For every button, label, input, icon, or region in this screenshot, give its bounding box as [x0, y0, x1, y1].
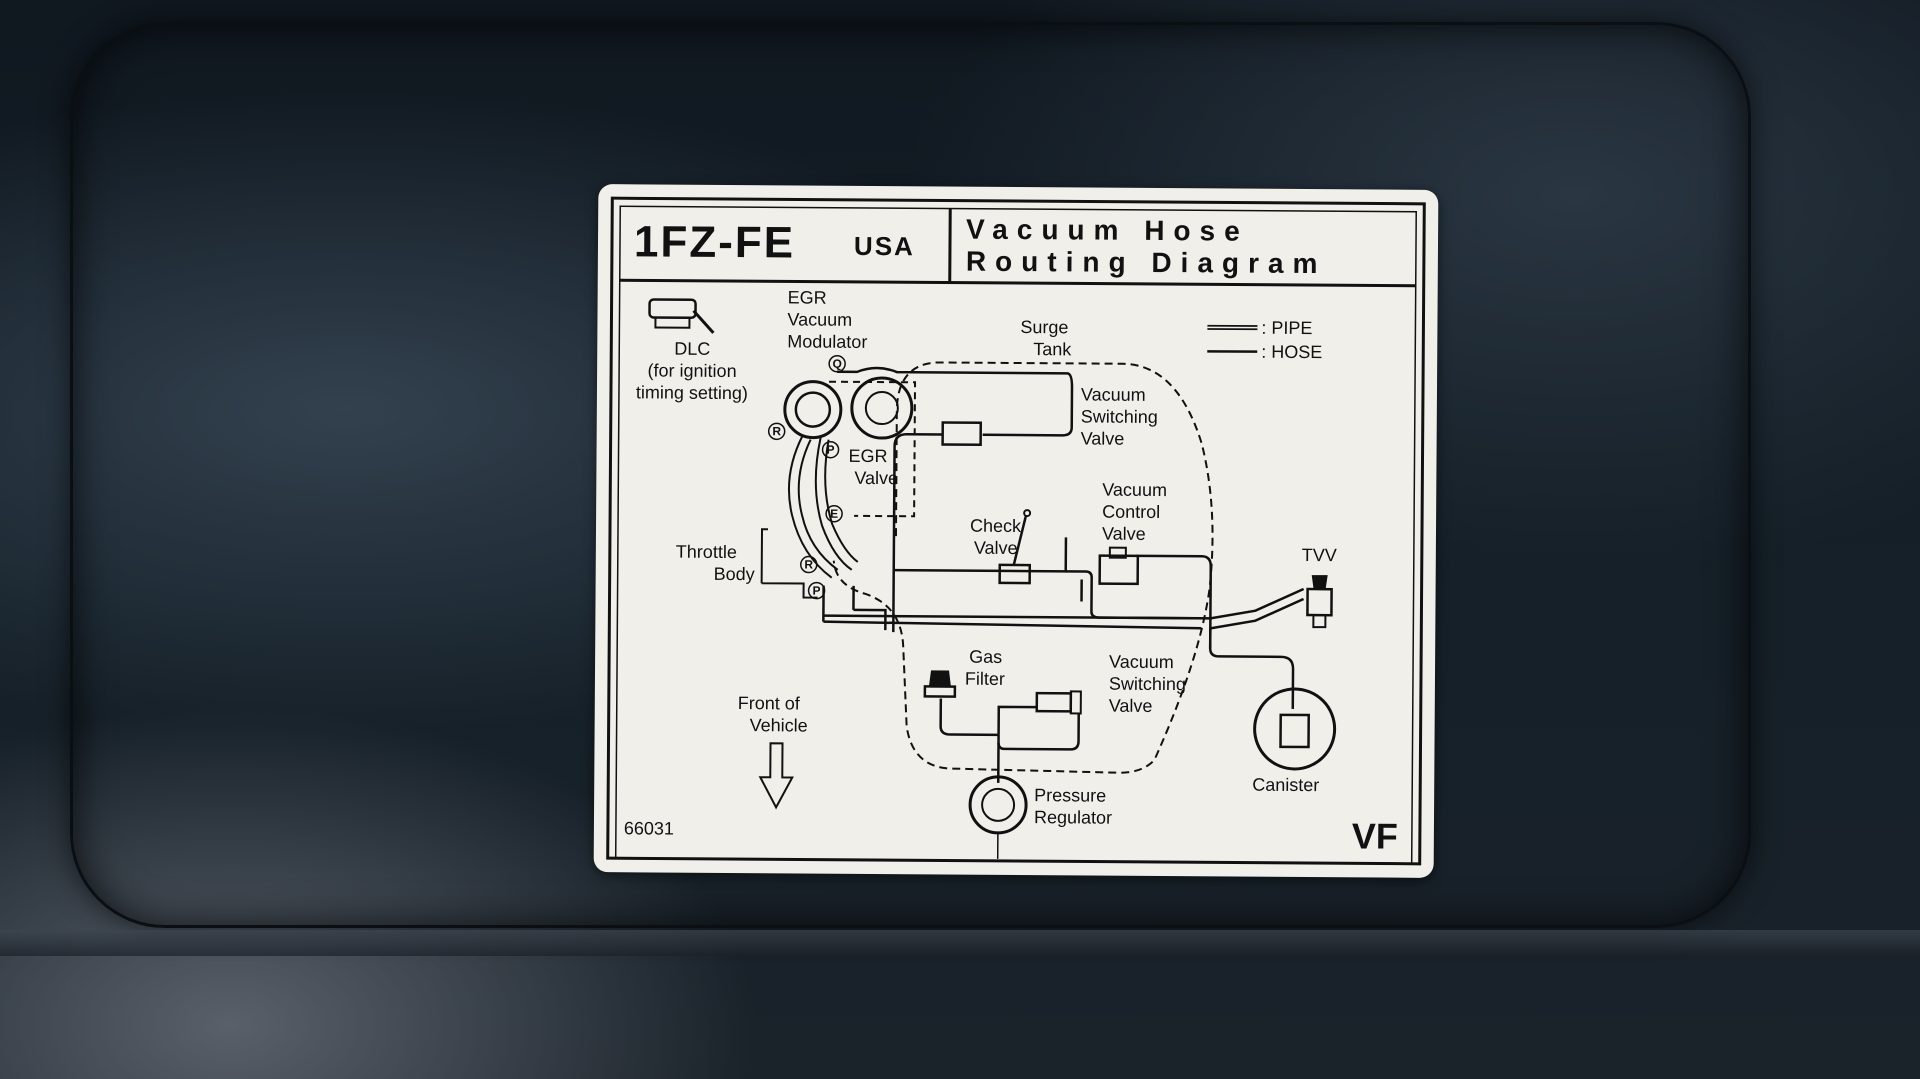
tvv-label: TVV	[1302, 545, 1337, 565]
title-line-1: Vacuum Hose	[966, 214, 1249, 247]
check-valve-label-1: Check	[970, 516, 1022, 536]
canister-label: Canister	[1252, 775, 1319, 795]
vacuum-hose-label: 1FZ-FE USA Vacuum Hose Routing Diagram :…	[593, 184, 1439, 878]
egr-valve	[850, 376, 914, 440]
market-label: USA	[854, 231, 915, 261]
front-of-vehicle-label-1: Front of	[738, 693, 801, 713]
svg-text:R: R	[804, 558, 813, 572]
gas-filter-icon	[923, 670, 957, 698]
throttle-body-label-1: Throttle	[676, 542, 737, 562]
surge-tank-label-2: Tank	[1033, 339, 1072, 359]
dlc-note-1: (for ignition	[648, 360, 737, 381]
header-vertical-divider	[948, 208, 952, 283]
front-of-vehicle-label-2: Vehicle	[750, 715, 808, 735]
vsv-upper-label-2: Switching	[1081, 406, 1158, 427]
throttle-body-label-2: Body	[714, 564, 755, 584]
svg-text:P: P	[827, 443, 835, 457]
hood-panel	[70, 22, 1751, 928]
legend-pipe: : PIPE	[1261, 318, 1312, 338]
port-e: E	[825, 504, 843, 523]
vacuum-control-valve	[1098, 546, 1140, 586]
vsv-upper-label-3: Valve	[1081, 428, 1125, 448]
port-r-lower: R	[800, 555, 818, 574]
pressure-regulator-label-2: Regulator	[1034, 807, 1112, 828]
dlc-note-2: timing setting)	[636, 382, 748, 403]
dlc-icon	[648, 298, 715, 334]
svg-text:Q: Q	[832, 357, 841, 371]
vsv-upper	[941, 421, 983, 447]
header-divider	[619, 278, 1416, 288]
part-code: 66031	[624, 818, 674, 838]
vcv-label-2: Control	[1102, 502, 1160, 522]
legend-hose: : HOSE	[1261, 342, 1322, 362]
hose-network-lower	[939, 698, 1080, 783]
check-valve-label-2: Valve	[974, 538, 1018, 558]
canister-icon	[1253, 687, 1337, 771]
surge-tank-label-1: Surge	[1020, 317, 1068, 337]
egr-valve-outline	[829, 380, 917, 518]
inner-frame	[614, 205, 1417, 865]
tvv-icon	[1306, 575, 1333, 629]
pipes-egr-to-throttle	[787, 435, 859, 579]
title-line-2: Routing Diagram	[966, 246, 1327, 280]
hood-edge-reflection	[0, 930, 1920, 956]
pressure-regulator-label-1: Pressure	[1034, 785, 1106, 806]
egr-valve-label-1: EGR	[848, 446, 887, 466]
hose-network	[822, 366, 1305, 709]
egr-modulator-label-3: Modulator	[787, 331, 867, 352]
vf-mark: VF	[1352, 815, 1398, 856]
gas-filter-label-1: Gas	[969, 647, 1002, 667]
vsv-upper-label-1: Vacuum	[1081, 384, 1146, 404]
pressure-regulator-icon	[968, 775, 1028, 859]
port-p-lower: P	[807, 581, 826, 600]
egr-valve-label-2: Valve	[854, 468, 898, 488]
port-q: Q	[828, 354, 846, 373]
egr-modulator-label-2: Vacuum	[787, 309, 852, 329]
egr-modulator-label-1: EGR	[788, 287, 827, 307]
engine-code: 1FZ-FE	[634, 217, 795, 267]
vsv-lower-label-1: Vacuum	[1109, 652, 1174, 672]
surge-tank-outline	[832, 361, 1214, 774]
vcv-label-1: Vacuum	[1102, 480, 1167, 500]
vsv-lower	[1035, 690, 1082, 715]
dlc-label: DLC	[674, 339, 710, 359]
svg-text:R: R	[772, 424, 781, 438]
check-valve	[998, 509, 1032, 585]
port-r-upper: R	[767, 422, 786, 441]
svg-text:P: P	[813, 584, 821, 598]
egr-vacuum-modulator	[783, 380, 843, 440]
svg-text:E: E	[830, 507, 838, 521]
vsv-lower-label-3: Valve	[1109, 696, 1153, 716]
vsv-lower-label-2: Switching	[1109, 674, 1186, 695]
throttle-body-outline	[760, 528, 818, 599]
vacuum-diagram: 1FZ-FE USA Vacuum Hose Routing Diagram :…	[606, 196, 1426, 866]
front-arrow-icon	[758, 742, 794, 810]
vcv-label-3: Valve	[1102, 524, 1146, 544]
legend: : PIPE : HOSE	[1207, 318, 1322, 362]
gas-filter-label-2: Filter	[965, 669, 1005, 689]
port-p-upper: P	[821, 440, 840, 459]
